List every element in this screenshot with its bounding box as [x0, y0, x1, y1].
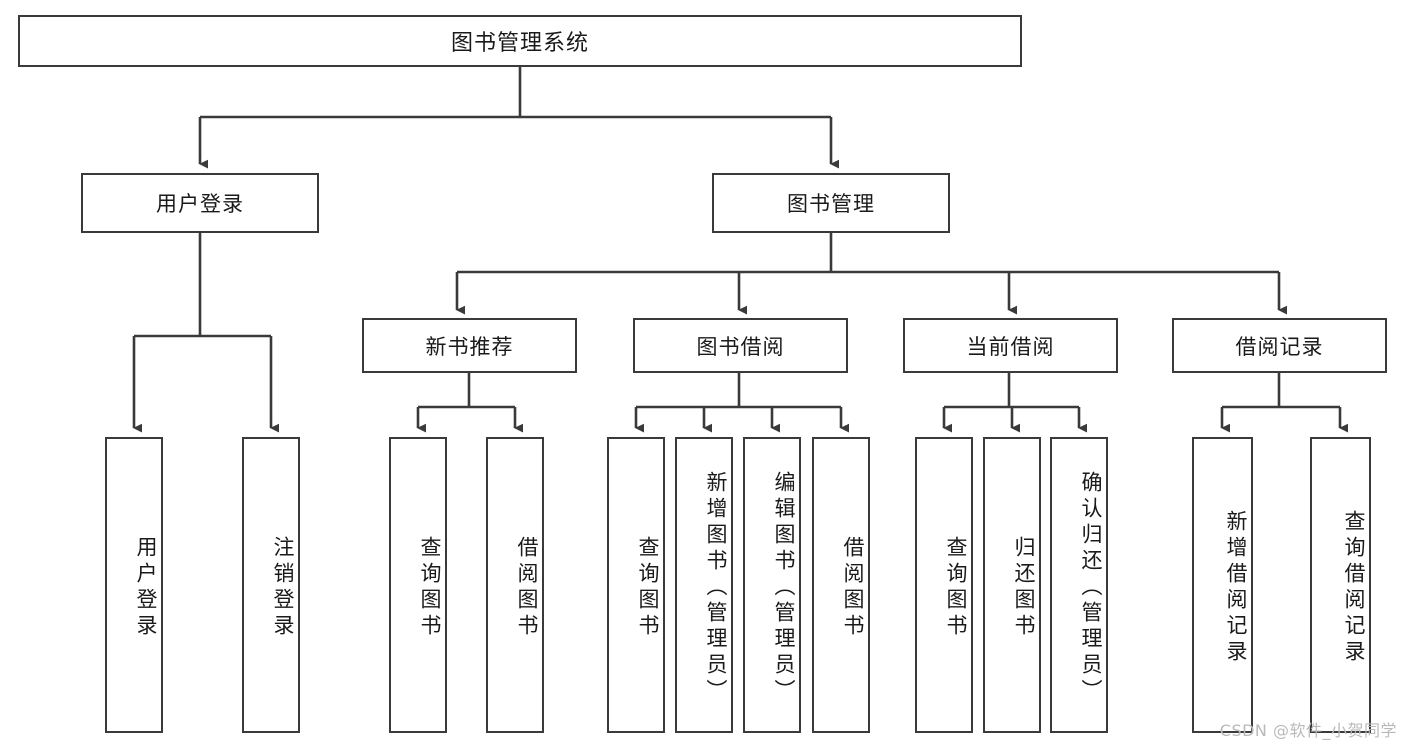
node-leaf-add-book-admin[interactable]: 新增图书（管理员）	[675, 437, 733, 733]
node-leaf-borrow-book-rec[interactable]: 借阅图书	[486, 437, 544, 733]
node-leaf-query-book-rec-label: 查询图书	[418, 536, 442, 640]
node-book-borrow-label: 图书借阅	[696, 334, 785, 359]
node-leaf-query-borrow-record-label: 查询借阅记录	[1342, 510, 1366, 666]
node-leaf-add-borrow-record[interactable]: 新增借阅记录	[1192, 437, 1253, 733]
node-leaf-query-book-rec[interactable]: 查询图书	[389, 437, 447, 733]
node-leaf-user-logout[interactable]: 注销登录	[242, 437, 300, 733]
node-leaf-query-book-borrow[interactable]: 查询图书	[607, 437, 665, 733]
node-book-borrow[interactable]: 图书借阅	[633, 318, 848, 373]
node-leaf-borrow-book[interactable]: 借阅图书	[812, 437, 870, 733]
node-book-manage[interactable]: 图书管理	[712, 173, 950, 233]
csdn-watermark: CSDN @软件_小贺同学	[1219, 721, 1397, 740]
node-user-login[interactable]: 用户登录	[81, 173, 319, 233]
node-leaf-confirm-return-admin[interactable]: 确认归还（管理员）	[1050, 437, 1108, 733]
node-borrow-record[interactable]: 借阅记录	[1172, 318, 1387, 373]
node-leaf-query-book-borrow-label: 查询图书	[636, 536, 660, 640]
node-leaf-add-borrow-record-label: 新增借阅记录	[1224, 510, 1248, 666]
node-current-borrow-label: 当前借阅	[966, 334, 1055, 359]
node-leaf-borrow-book-rec-label: 借阅图书	[515, 536, 539, 640]
node-leaf-return-book[interactable]: 归还图书	[983, 437, 1041, 733]
node-leaf-return-book-label: 归还图书	[1012, 536, 1036, 640]
node-root-label: 图书管理系统	[450, 31, 589, 56]
node-book-manage-label: 图书管理	[787, 192, 875, 216]
node-leaf-query-book-cur[interactable]: 查询图书	[915, 437, 973, 733]
node-root[interactable]: 图书管理系统	[18, 15, 1022, 67]
node-leaf-edit-book-admin-label: 编辑图书（管理员）	[772, 471, 796, 705]
node-user-login-label: 用户登录	[156, 192, 244, 216]
node-leaf-edit-book-admin[interactable]: 编辑图书（管理员）	[743, 437, 801, 733]
node-borrow-record-label: 借阅记录	[1235, 334, 1324, 359]
node-current-borrow[interactable]: 当前借阅	[903, 318, 1118, 373]
node-leaf-user-logout-label: 注销登录	[271, 536, 295, 640]
node-new-book-recommend-label: 新书推荐	[425, 334, 514, 359]
node-new-book-recommend[interactable]: 新书推荐	[362, 318, 577, 373]
node-leaf-borrow-book-label: 借阅图书	[841, 536, 865, 640]
node-leaf-user-login-label: 用户登录	[134, 536, 158, 640]
node-leaf-query-borrow-record[interactable]: 查询借阅记录	[1310, 437, 1371, 733]
node-leaf-confirm-return-admin-label: 确认归还（管理员）	[1079, 471, 1103, 705]
node-leaf-query-book-cur-label: 查询图书	[944, 536, 968, 640]
node-leaf-user-login[interactable]: 用户登录	[105, 437, 163, 733]
node-leaf-add-book-admin-label: 新增图书（管理员）	[704, 471, 728, 705]
